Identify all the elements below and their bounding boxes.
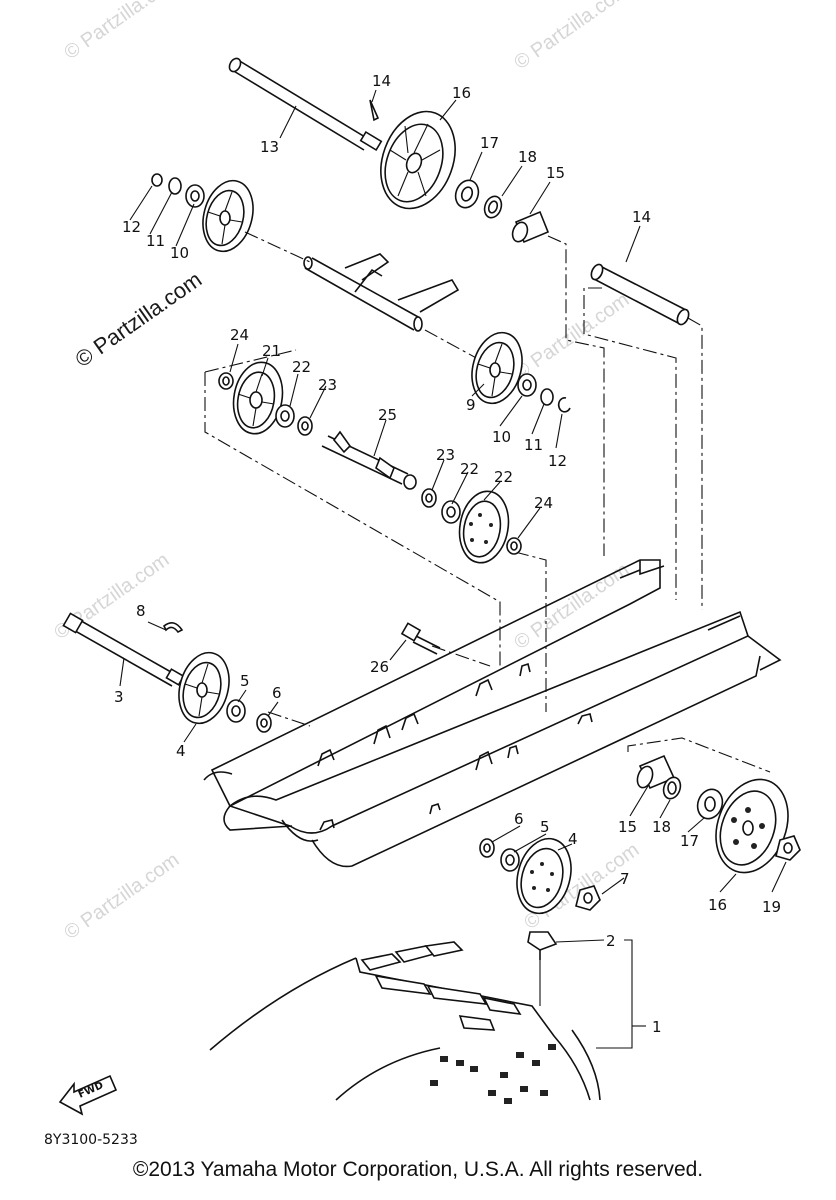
part-1-track (209, 941, 601, 1104)
part-18-circlip-lower (662, 776, 682, 800)
diagram-code: 8Y3100-5233 (44, 1132, 138, 1148)
part-5-bearing-lower (500, 848, 520, 872)
part-24-nut-right (506, 537, 522, 555)
slide-rail-frame (203, 559, 782, 868)
label-11: 11 (146, 232, 165, 250)
watermark: © Partzilla.com (60, 0, 183, 64)
label-10: 10 (170, 244, 189, 262)
part-26-bolt (400, 622, 441, 655)
label-8: 8 (136, 602, 146, 620)
label-7: 7 (620, 870, 630, 888)
assembly-leaders-upper (204, 235, 771, 773)
part-22-bearing-right (441, 500, 461, 524)
part-23-circlip-left (297, 416, 313, 436)
label-6: 6 (272, 684, 282, 702)
label-9: 9 (466, 396, 476, 414)
part-4-wheel-upper (178, 651, 230, 725)
part-6-circlip-lower (479, 838, 495, 858)
part-labels: 14 16 13 17 18 15 14 12 11 10 24 21 22 2… (114, 72, 781, 1036)
part-9-wheel (471, 331, 523, 405)
part-11-washer-right (540, 388, 554, 406)
label-2: 2 (606, 932, 616, 950)
label-19: 19 (762, 898, 781, 916)
label-10: 10 (492, 428, 511, 446)
watermarks: © Partzilla.com © Partzilla.com © Partzi… (50, 0, 643, 944)
part-12-circlip-right (557, 397, 571, 413)
upper-arm-assembly (303, 253, 460, 332)
label-11: 11 (524, 436, 543, 454)
part-5-bearing-upper (226, 699, 246, 723)
label-5: 5 (540, 818, 550, 836)
part-20-pin (369, 99, 380, 122)
label-14: 14 (632, 208, 651, 226)
part-21-wheel-left (232, 361, 284, 435)
part-25-axle (321, 430, 417, 490)
label-24: 24 (534, 494, 553, 512)
label-15: 15 (618, 818, 637, 836)
label-17: 17 (680, 832, 699, 850)
part-24-nut-left (218, 372, 234, 390)
label-23: 23 (318, 376, 337, 394)
copyright-footer: ©2013 Yamaha Motor Corporation, U.S.A. A… (132, 1158, 704, 1181)
label-leader-lines (119, 89, 787, 1049)
label-18: 18 (652, 818, 671, 836)
part-3-shaft (62, 612, 185, 687)
label-16: 16 (708, 896, 727, 914)
label-15: 15 (546, 164, 565, 182)
watermark: © Partzilla.com (510, 0, 633, 74)
part-17-bearing-upper (454, 179, 480, 209)
part-16-wheel-lower (715, 778, 789, 874)
label-12: 12 (122, 218, 141, 236)
part-6-circlip-upper (256, 713, 272, 733)
label-25: 25 (378, 406, 397, 424)
part-22-bearing-left (275, 404, 295, 428)
part-12-circlip-left (151, 173, 163, 187)
label-12: 12 (548, 452, 567, 470)
label-18: 18 (518, 148, 537, 166)
fwd-arrow-icon: FWD (58, 1074, 118, 1116)
part-10-bearing-left (185, 184, 205, 208)
label-4: 4 (176, 742, 186, 760)
label-4: 4 (568, 830, 578, 848)
label-23: 23 (436, 446, 455, 464)
wheel-left-upper (202, 179, 254, 253)
label-17: 17 (480, 134, 499, 152)
watermark-prominent: © Partzilla.com (71, 267, 207, 373)
part-8-pin (162, 622, 184, 634)
part-11-washer-left (168, 177, 182, 195)
part-7-nut (575, 885, 601, 911)
label-16: 16 (452, 84, 471, 102)
label-3: 3 (114, 688, 124, 706)
label-6: 6 (514, 810, 524, 828)
part-18-circlip-upper (483, 195, 503, 219)
label-13: 13 (260, 138, 279, 156)
label-26: 26 (370, 658, 389, 676)
label-5: 5 (240, 672, 250, 690)
part-4-wheel-lower (516, 837, 572, 915)
part-17-bearing-lower (696, 788, 724, 820)
part-10-bearing-right (517, 373, 537, 397)
part-21-wheel-right (458, 490, 510, 564)
part-23-circlip-right (421, 488, 437, 508)
watermark: © Partzilla.com (50, 549, 173, 644)
part-16-wheel-upper (380, 110, 456, 210)
label-20: 14 (372, 72, 391, 90)
part-14-shaft (590, 263, 690, 326)
part-13-shaft (228, 57, 383, 152)
label-22: 22 (292, 358, 311, 376)
label-1: 1 (652, 1018, 662, 1036)
label-21: 21 (262, 342, 281, 360)
label-22: 22 (460, 460, 479, 478)
watermark: © Partzilla.com (510, 289, 633, 384)
part-15-collar-upper (511, 210, 550, 244)
label-24: 24 (230, 326, 249, 344)
part-19-nut (775, 835, 801, 861)
part-2-clip (527, 931, 558, 960)
watermark: © Partzilla.com (60, 849, 183, 944)
label-21: 22 (494, 468, 513, 486)
